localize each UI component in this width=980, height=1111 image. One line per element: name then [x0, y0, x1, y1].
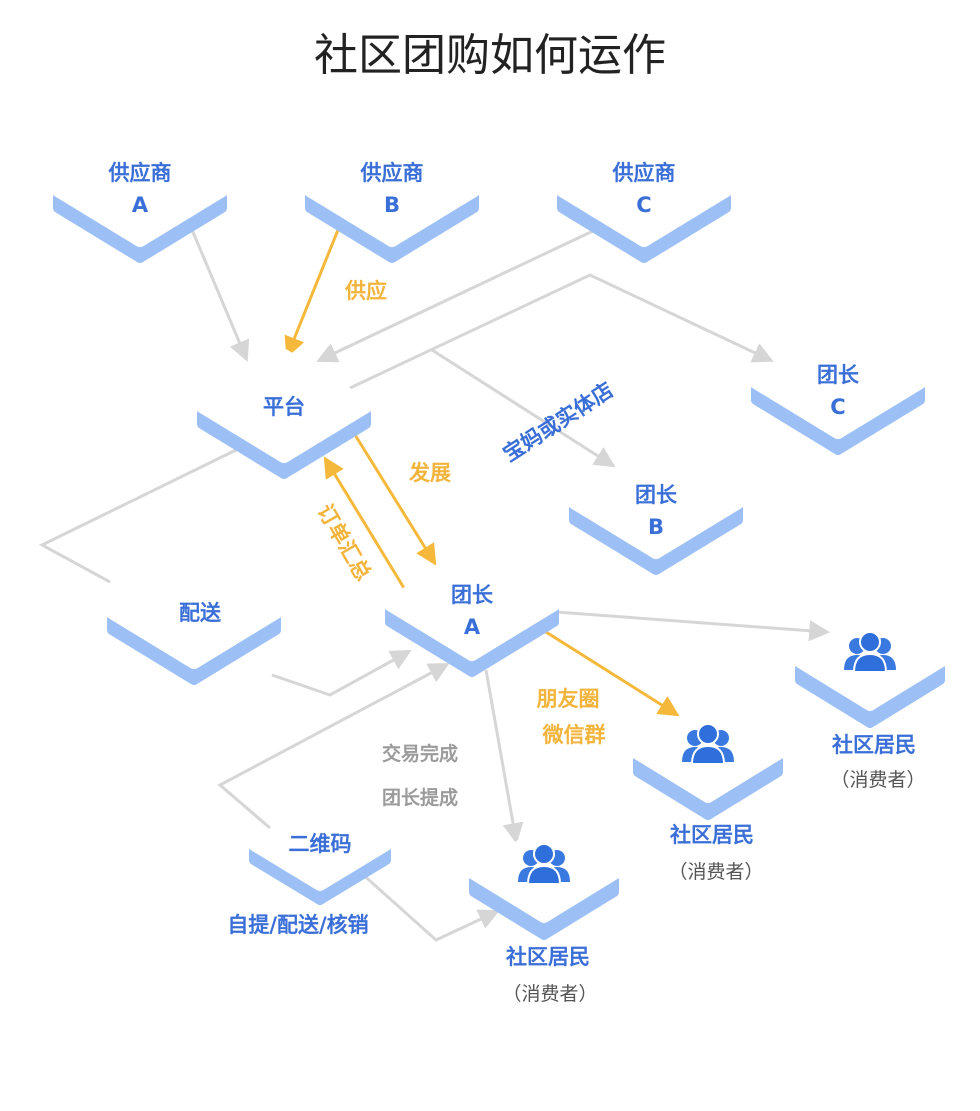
resident-middle-name: 社区居民	[669, 823, 754, 847]
edge-leader-a-platform	[323, 456, 406, 589]
edge-qrcode-leader-a	[217, 663, 450, 830]
label-pickup: 自提/配送/核销	[227, 913, 368, 937]
people-icon	[682, 723, 734, 765]
node-supplier-a-id: A	[132, 193, 149, 217]
node-leader-b-label: 团长	[635, 483, 678, 507]
label-moments: 朋友圈	[537, 687, 600, 711]
edge-supplier-c-platform	[316, 220, 613, 363]
node-leader-c-label: 团长	[817, 363, 860, 387]
node-supplier-b-label: 供应商	[360, 161, 424, 185]
edge-leader-a-resident-right	[555, 610, 831, 642]
node-qrcode-label: 二维码	[289, 832, 352, 856]
people-icon	[844, 631, 896, 673]
resident-bottom-name: 社区居民	[505, 945, 590, 969]
node-supplier-a-label: 供应商	[108, 161, 172, 185]
node-delivery-label: 配送	[179, 601, 222, 625]
edge-leader-a-resident-bottom	[484, 669, 524, 845]
edge-platform-leader-a	[350, 429, 437, 566]
node-resident-bottom: 社区居民 （消费者）	[468, 825, 620, 1005]
node-resident-middle: 社区居民 （消费者）	[632, 705, 784, 883]
resident-right-role: （消费者）	[830, 769, 925, 791]
page-title: 社区团购如何运作	[314, 30, 666, 81]
node-supplier-c: 供应商 C	[555, 133, 733, 263]
node-supplier-c-label: 供应商	[612, 161, 676, 185]
node-delivery: 配送	[105, 555, 283, 685]
node-supplier-b: 供应商 B	[303, 133, 481, 263]
edge-qrcode-resident-bottom	[358, 870, 500, 942]
node-supplier-c-id: C	[636, 193, 651, 217]
edges	[38, 214, 831, 942]
resident-middle-role: （消费者）	[668, 861, 763, 883]
edge-supplier-b-platform	[284, 214, 346, 358]
label-leader-commission: 团长提成	[382, 786, 458, 809]
label-develop: 发展	[408, 461, 451, 485]
edge-leader-a-resident-middle	[545, 630, 680, 717]
edge-supplier-a-platform	[188, 224, 250, 362]
node-leader-c: 团长 C	[749, 325, 927, 455]
label-order-summary: 订单汇总	[313, 500, 376, 585]
edge-platform-leader-c	[349, 273, 774, 390]
edge-delivery-leader-a	[271, 649, 412, 697]
label-supply: 供应	[344, 279, 387, 303]
label-wechat-group: 微信群	[542, 723, 606, 747]
node-leader-b-id: B	[648, 515, 664, 539]
node-platform: 平台	[195, 349, 373, 479]
resident-bottom-role: （消费者）	[502, 983, 597, 1005]
node-platform-label: 平台	[263, 395, 305, 419]
people-icon	[518, 843, 570, 885]
node-qrcode: 二维码	[248, 799, 392, 905]
node-leader-c-id: C	[830, 395, 845, 419]
node-leader-a: 团长 A	[383, 547, 561, 677]
node-leader-a-label: 团长	[451, 583, 494, 607]
resident-right-name: 社区居民	[831, 733, 916, 757]
node-supplier-b-id: B	[384, 193, 400, 217]
node-leader-b: 团长 B	[567, 445, 745, 575]
label-deal-done: 交易完成	[382, 742, 458, 765]
edge-platform-leader-b	[431, 348, 616, 468]
edge-platform-delivery-leader-a	[38, 446, 241, 584]
node-resident-right: 社区居民 （消费者）	[794, 613, 946, 791]
label-mom-or-store: 宝妈或实体店	[499, 378, 618, 467]
node-supplier-a: 供应商 A	[51, 133, 229, 263]
node-leader-a-id: A	[464, 615, 481, 639]
